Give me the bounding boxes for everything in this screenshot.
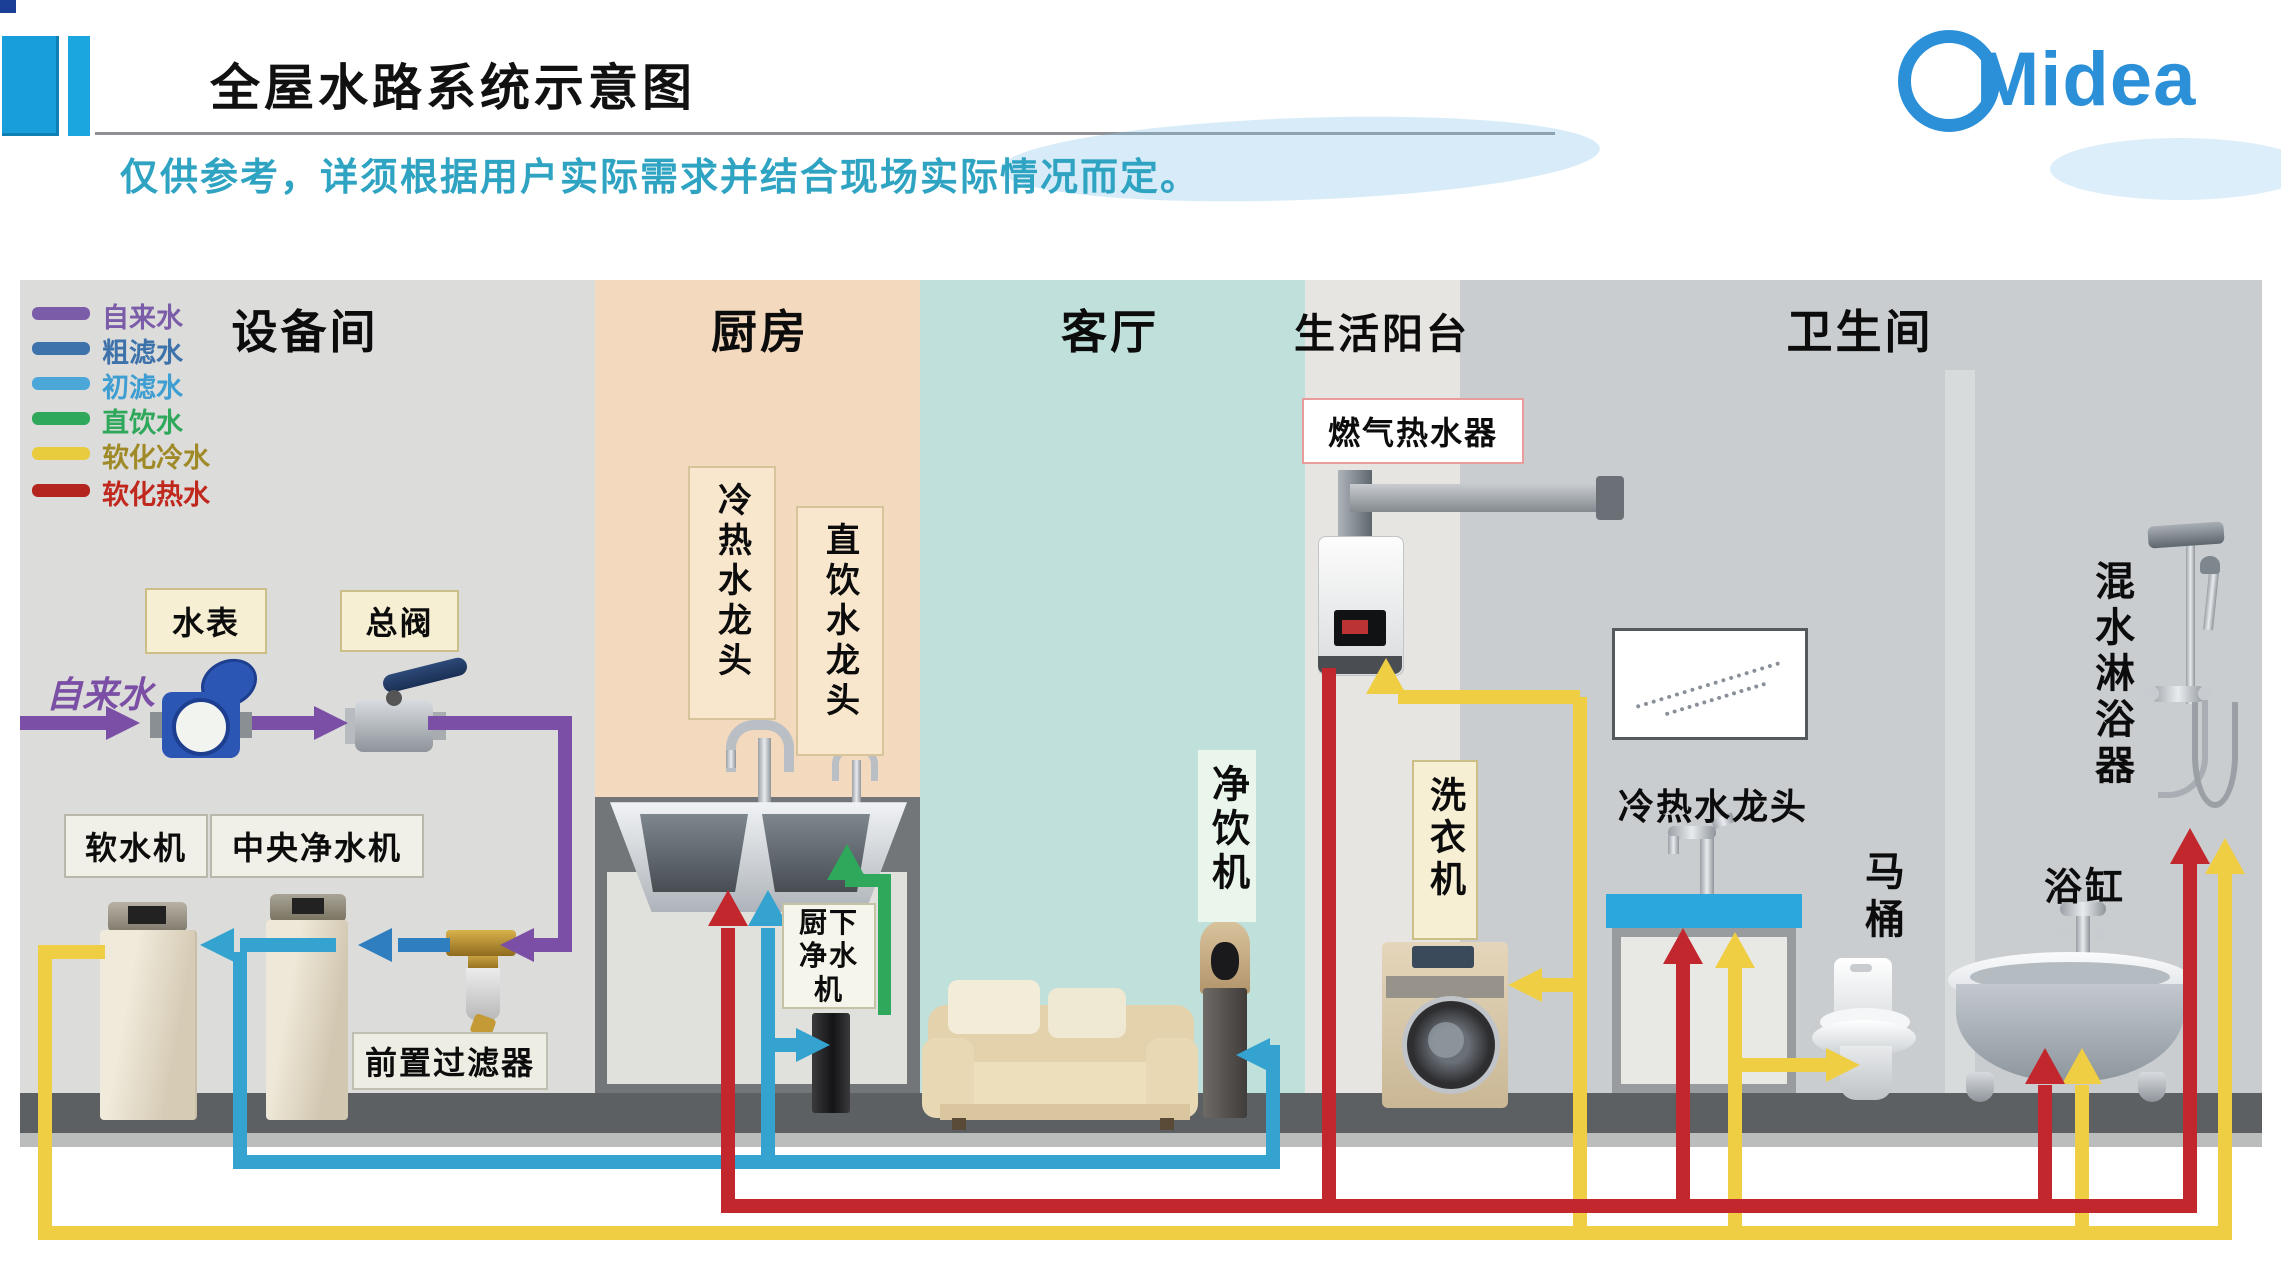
arrow-soft-hot-bathtub: [2025, 1048, 2065, 1084]
pipe-soft-hot: [1322, 668, 1336, 1213]
pipe-soft-hot: [2183, 864, 2197, 1213]
label-washer: 洗衣机: [1412, 760, 1478, 940]
pipe-soft-cold: [1742, 1058, 1830, 1072]
arrow-first-filtered-kitchen-faucet: [748, 890, 788, 926]
arrow-soft-cold-heater: [1366, 658, 1406, 694]
room-title-balcony: 生活阳台: [1294, 311, 1470, 357]
pipe-soft-hot: [2038, 1085, 2052, 1213]
pipe-first-filtered: [1266, 1045, 1280, 1169]
legend-swatch-softhot: [32, 484, 90, 497]
pipe-first-filtered: [233, 1155, 1280, 1169]
page-title: 全屋水路系统示意图: [210, 60, 696, 116]
pipe-tap: [558, 716, 572, 952]
arrow-coarse-purifier: [358, 928, 392, 962]
label-shower: 混水淋浴器: [2089, 560, 2133, 790]
arrow-first-filtered-dispenser: [1236, 1038, 1270, 1072]
legend-label-softhot: 软化热水: [102, 480, 210, 510]
pipe-tap: [428, 716, 572, 730]
label-water-meter: 水表: [145, 588, 267, 654]
pipe-first-filtered: [233, 952, 247, 1169]
pipe-tap: [20, 716, 108, 730]
label-central-purifier: 中央净水机: [210, 814, 424, 878]
arrow-soft-hot-kitchen-faucet: [708, 890, 748, 926]
arrow-tap-prefilter: [500, 928, 534, 962]
pipe-soft-cold: [2218, 874, 2232, 1240]
pipe-first-filtered: [768, 1038, 800, 1052]
arrow-tap-meter: [106, 706, 140, 740]
title-decor-bar: [68, 36, 90, 136]
label-tap-water: 自来水: [46, 674, 155, 715]
corner-mark: [0, 0, 16, 13]
label-prefilter: 前置过滤器: [352, 1032, 548, 1090]
label-main-valve: 总阀: [340, 590, 459, 652]
floor-edge: [20, 1133, 2262, 1147]
pipe-soft-cold: [1728, 968, 1742, 1240]
pipe-soft-hot: [721, 928, 735, 1213]
legend-label-tap: 自来水: [102, 303, 183, 333]
pipe-soft-hot: [721, 1199, 2197, 1213]
arrow-first-filtered-softener: [200, 928, 234, 962]
title-underline: [95, 132, 1555, 135]
label-softener: 软水机: [64, 814, 208, 878]
label-toilet: 马桶: [1859, 850, 1903, 946]
arrow-tap-valve: [314, 706, 348, 740]
legend-label-drinking: 直饮水: [102, 408, 183, 438]
arrow-soft-cold-vanity: [1715, 932, 1755, 968]
legend-swatch-tap: [32, 307, 90, 320]
decor-swoosh: [2050, 138, 2281, 200]
legend-swatch-softcold: [32, 447, 90, 460]
bathroom-mirror: [1612, 628, 1808, 740]
arrow-soft-cold-shower: [2205, 838, 2245, 874]
label-bathtub: 浴缸: [2044, 867, 2127, 909]
label-undersink-purifier: 厨下净水机: [782, 903, 876, 1009]
room-title-living: 客厅: [1061, 306, 1159, 358]
arrow-soft-hot-shower: [2170, 828, 2210, 864]
pipe-drinking: [878, 874, 891, 1015]
arrow-soft-cold-toilet: [1826, 1048, 1860, 1082]
pipe-soft-cold: [38, 1226, 2232, 1240]
legend-label-coarse: 粗滤水: [102, 338, 183, 368]
label-dispenser: 净饮机: [1198, 750, 1256, 922]
room-title-equipment: 设备间: [231, 306, 379, 358]
pipe-soft-hot: [1676, 964, 1690, 1213]
pipe-soft-cold: [45, 945, 105, 959]
title-decor-square: [2, 36, 59, 136]
arrow-first-filtered-undersink: [796, 1028, 830, 1062]
pipe-soft-cold: [1573, 697, 1587, 1240]
pipe-soft-cold: [1540, 978, 1580, 992]
label-bath-faucet: 冷热水龙头: [1618, 786, 1809, 827]
pipe-coarse-filtered: [398, 938, 450, 952]
arrow-soft-hot-vanity: [1663, 928, 1703, 964]
pipe-soft-cold: [1398, 690, 1580, 704]
legend-swatch-drinking: [32, 412, 90, 425]
arrow-soft-cold-bathtub: [2062, 1048, 2102, 1084]
pipe-soft-cold: [38, 945, 52, 1240]
disclaimer-text: 仅供参考，详须根据用户实际需求并结合现场实际情况而定。: [120, 157, 1201, 199]
pipe-tap: [252, 716, 316, 730]
label-kitchen-faucet: 冷热水龙头: [688, 466, 776, 720]
legend-swatch-first: [32, 377, 90, 390]
legend-label-first: 初滤水: [102, 373, 183, 403]
vanity-countertop: [1606, 894, 1802, 928]
room-title-bathroom: 卫生间: [1786, 306, 1934, 358]
label-drinking-faucet: 直饮水龙头: [796, 506, 884, 756]
midea-logo-text: Midea: [1976, 37, 2197, 122]
legend-swatch-coarse: [32, 342, 90, 355]
arrow-soft-cold-washer: [1508, 968, 1542, 1002]
pipe-first-filtered: [240, 938, 336, 952]
pipe-tap: [532, 938, 572, 952]
pipe-soft-cold: [2075, 1085, 2089, 1240]
mirror-glare: [1664, 681, 1767, 717]
arrow-drinking-faucet: [827, 844, 867, 880]
legend-label-softcold: 软化冷水: [102, 443, 210, 473]
room-title-kitchen: 厨房: [711, 306, 809, 358]
label-gas-heater: 燃气热水器: [1302, 398, 1524, 464]
